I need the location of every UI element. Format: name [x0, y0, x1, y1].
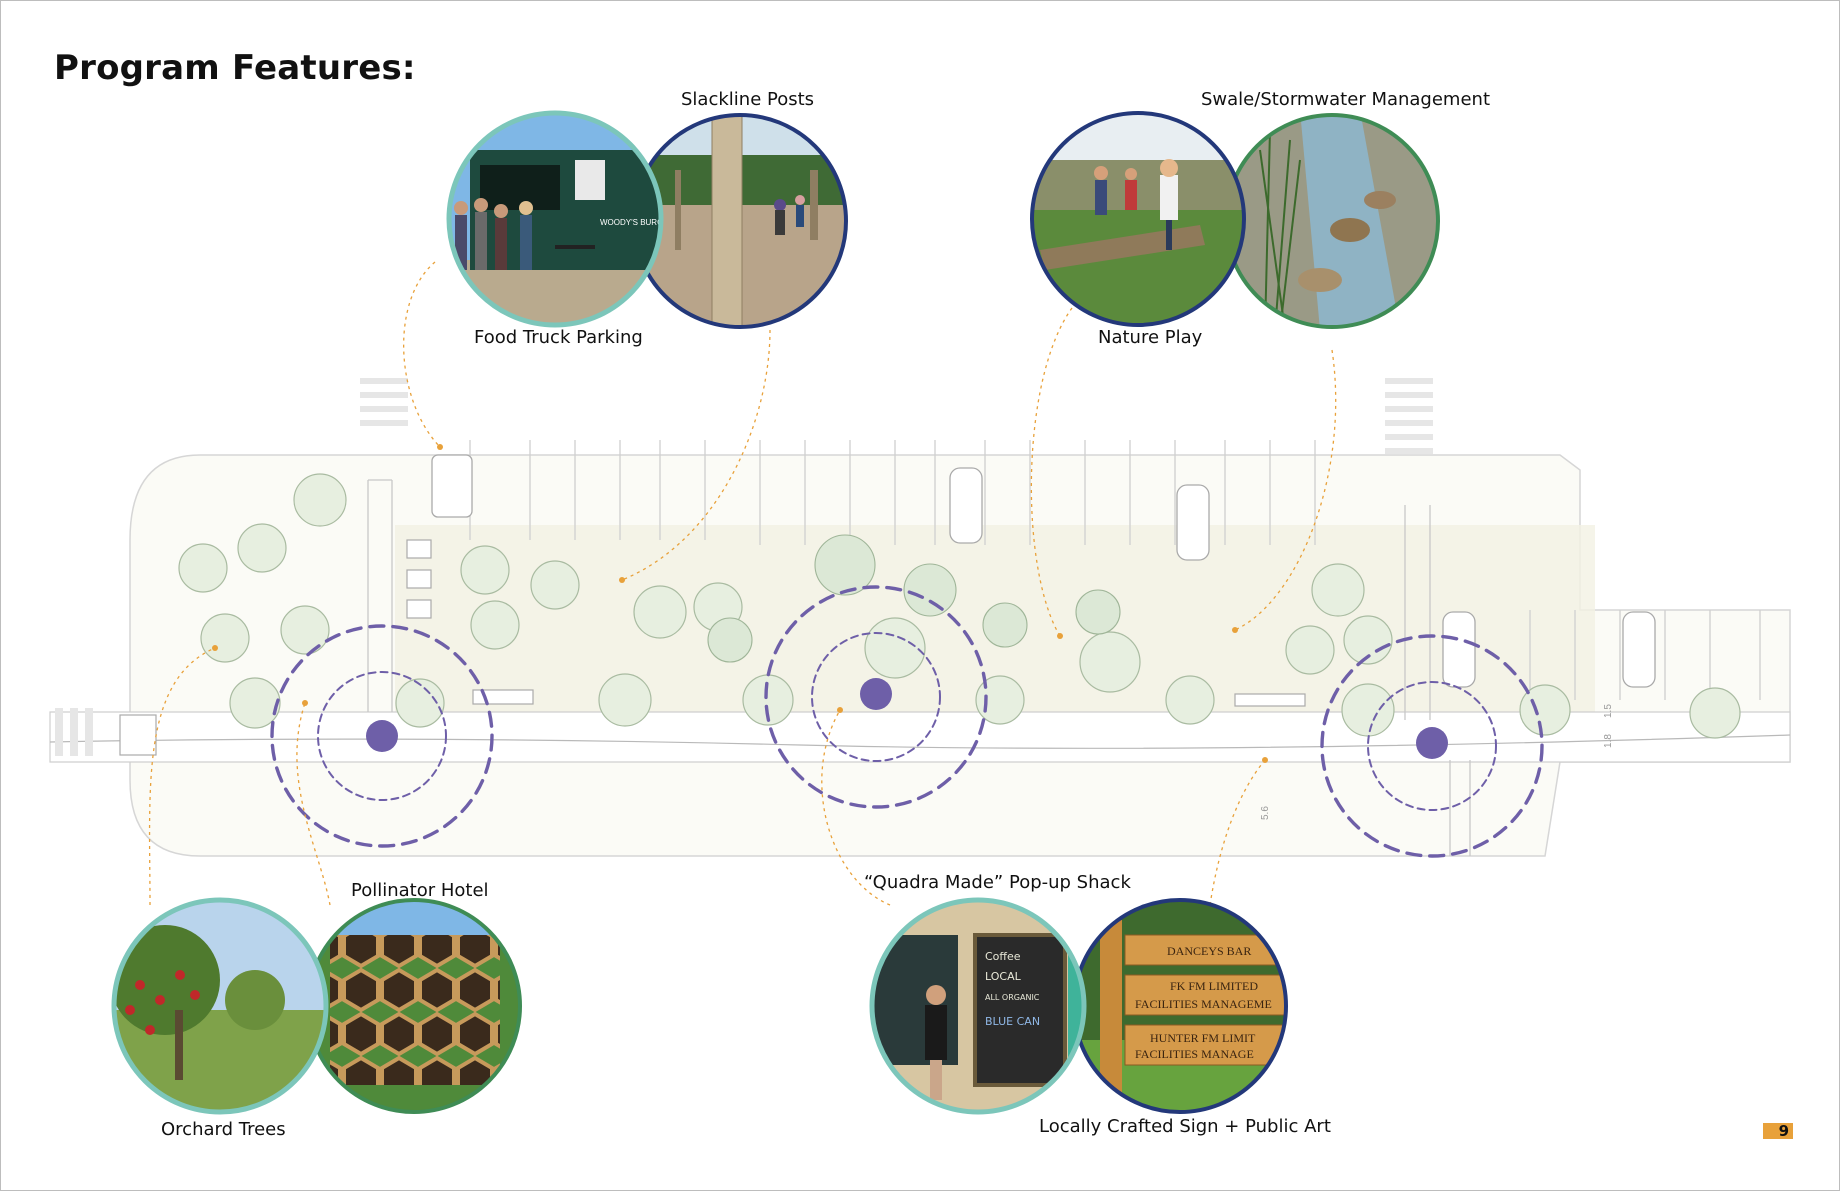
label-orchard-trees: Orchard Trees	[161, 1119, 286, 1140]
node-center	[1416, 727, 1448, 759]
car	[1622, 611, 1656, 688]
chalkboard-line: Coffee	[985, 950, 1021, 963]
node-ring-outer	[1320, 634, 1544, 858]
activity-nodes	[270, 585, 1544, 858]
dim-label: 5.6	[1260, 806, 1271, 820]
photo-food-truck: WOODY'S BURGERS	[446, 110, 680, 328]
page-title: Program Features:	[54, 48, 416, 88]
sign-board-line: DANCEYS BAR	[1167, 944, 1251, 958]
chalkboard-line: ALL ORGANIC	[985, 993, 1040, 1002]
car	[949, 467, 983, 544]
node-ring-inner	[317, 671, 447, 801]
label-sign-public-art: Locally Crafted Sign + Public Art	[1039, 1116, 1331, 1137]
label-pollinator-hotel: Pollinator Hotel	[351, 880, 489, 901]
node-ring-inner	[1367, 681, 1497, 811]
car	[1442, 611, 1476, 688]
dim-label: 1.8	[1603, 734, 1614, 748]
car	[431, 454, 473, 518]
node-center	[366, 720, 398, 752]
label-slackline-posts: Slackline Posts	[681, 89, 815, 110]
node-center	[860, 678, 892, 710]
chalkboard-line: BLUE CAN	[985, 1015, 1040, 1028]
photo-popup-shack: Coffee LOCAL ALL ORGANIC BLUE CAN	[869, 897, 1087, 1115]
node-ring-outer	[764, 585, 988, 809]
truck-sign: WOODY'S BURGERS	[600, 218, 680, 227]
photo-swale	[1224, 113, 1440, 329]
node-ring-inner	[811, 632, 941, 762]
plan-base: 1.8 1.5 5.6	[49, 378, 1791, 857]
label-nature-play: Nature Play	[1098, 327, 1203, 348]
car	[1176, 484, 1210, 561]
sign-board-line: FK FM LIMITED	[1170, 979, 1258, 993]
photo-sign: DANCEYS BAR FK FM LIMITED FACILITIES MAN…	[1072, 898, 1288, 1114]
sign-board-line: HUNTER FM LIMIT	[1150, 1031, 1256, 1045]
sign-board-line: FACILITIES MANAGEME	[1135, 997, 1272, 1011]
leader-lines	[148, 261, 1337, 906]
label-popup-shack: “Quadra Made” Pop-up Shack	[864, 872, 1131, 893]
node-ring-outer	[270, 624, 494, 848]
photo-nature-play	[1030, 111, 1246, 327]
sign-board-line: FACILITIES MANAGE	[1135, 1047, 1254, 1061]
label-swale-stormwater: Swale/Stormwater Management	[1201, 89, 1491, 110]
photo-orchard	[111, 897, 329, 1115]
photo-pollinator-hotel	[306, 898, 522, 1114]
label-food-truck-parking: Food Truck Parking	[474, 327, 643, 348]
dim-label: 1.5	[1603, 704, 1614, 718]
page-number: 9	[1763, 1123, 1793, 1139]
chalkboard-line: LOCAL	[985, 970, 1022, 983]
